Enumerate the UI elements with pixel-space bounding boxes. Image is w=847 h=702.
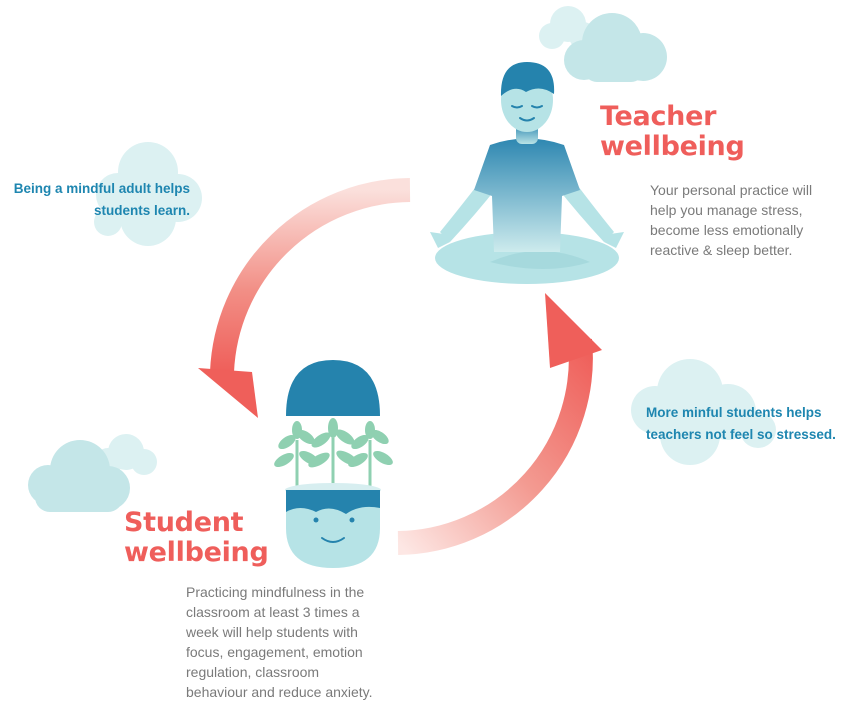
student-title-line: wellbeing: [124, 537, 269, 568]
cloud-icon: [631, 359, 776, 465]
students-note-line: teachers not feel so stressed.: [646, 427, 836, 442]
arrow-icon: [397, 293, 602, 555]
student-description-line: Practicing mindfulness in the: [186, 584, 365, 600]
teacher-description-line: reactive & sleep better.: [650, 242, 793, 258]
student-description-line: behaviour and reduce anxiety.: [186, 684, 373, 700]
plant-icon: [308, 418, 358, 490]
student-title-line: Student: [124, 507, 244, 538]
arrow-icon: [198, 178, 411, 418]
student-wellbeing-description: Practicing mindfulness in the classroom …: [186, 582, 373, 702]
mindful-students-note: More minful students helps teachers not …: [646, 402, 836, 446]
teacher-title-line: wellbeing: [600, 131, 745, 162]
cloud-icon: [94, 142, 202, 246]
meditating-teacher-icon: [430, 62, 624, 284]
plant-icon: [274, 421, 319, 490]
student-description-line: week will help students with: [186, 624, 358, 640]
adult-note-line: students learn.: [93, 203, 190, 218]
student-head-icon: [274, 360, 393, 568]
plant-icon: [348, 421, 393, 490]
adult-note-line: Being a mindful adult helps: [13, 181, 190, 196]
cloud-icon: [564, 13, 667, 82]
students-note-line: More minful students helps: [646, 405, 822, 420]
cloud-icon: [28, 440, 130, 512]
student-description-line: focus, engagement, emotion: [186, 644, 363, 660]
student-description-line: regulation, classroom: [186, 664, 320, 680]
student-wellbeing-title: Student wellbeing: [124, 508, 269, 568]
student-description-line: classroom at least 3 times a: [186, 604, 360, 620]
mindful-adult-note: Being a mindful adult helps students lea…: [0, 178, 190, 222]
teacher-description-line: become less emotionally: [650, 222, 804, 238]
teacher-wellbeing-description: Your personal practice will help you man…: [650, 180, 812, 260]
teacher-description-line: Your personal practice will: [650, 182, 813, 198]
teacher-description-line: help you manage stress,: [650, 202, 803, 218]
teacher-wellbeing-title: Teacher wellbeing: [600, 102, 745, 162]
teacher-title-line: Teacher: [600, 101, 717, 132]
